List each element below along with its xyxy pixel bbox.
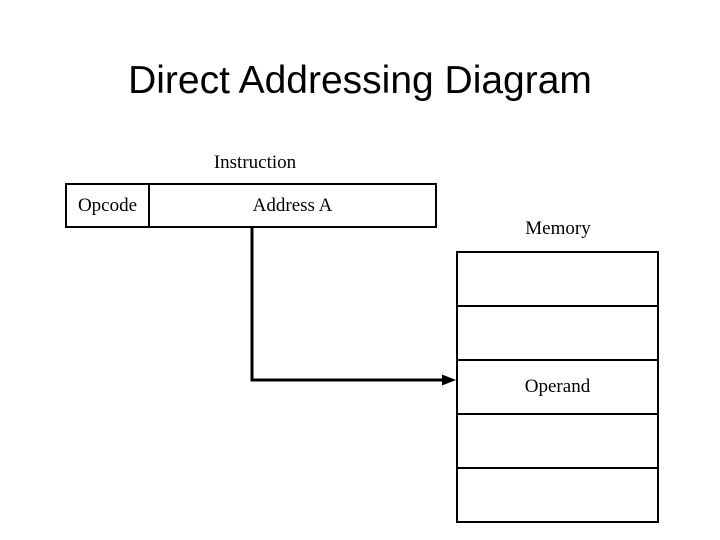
memory-cell: [458, 415, 657, 469]
instruction-caption: Instruction: [213, 152, 297, 173]
instruction-field-opcode: Opcode: [67, 185, 150, 226]
arrowhead-icon: [442, 374, 456, 386]
connector-line: [250, 228, 448, 382]
page-title: Direct Addressing Diagram: [128, 59, 592, 102]
memory-cell: [458, 469, 657, 521]
memory-block: Operand: [456, 251, 659, 523]
instruction-field-address: Address A: [252, 194, 333, 216]
memory-cell: [458, 307, 657, 361]
instruction-box: Opcode Address A: [65, 183, 437, 228]
memory-cell-operand: Operand: [458, 361, 657, 415]
memory-cell: [458, 253, 657, 307]
memory-caption: Memory: [525, 218, 591, 239]
